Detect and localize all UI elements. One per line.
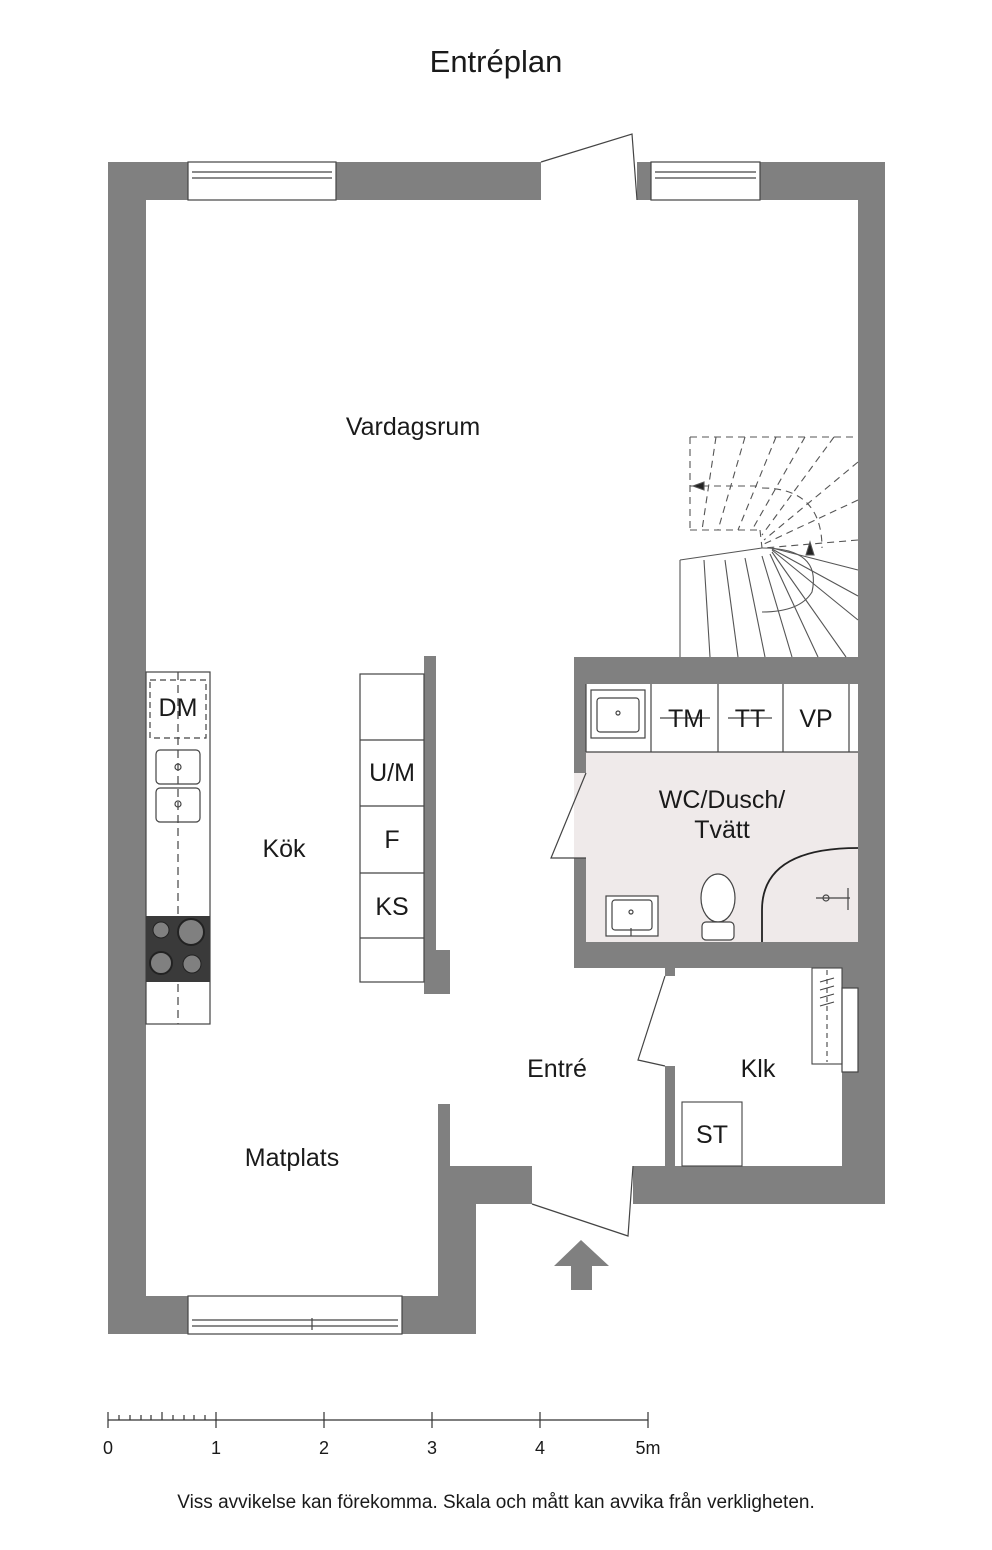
scale-label-0: 0: [103, 1438, 113, 1458]
wall-kitchen-partition-end: [424, 950, 450, 994]
wall-wc-top: [574, 657, 885, 684]
wc-fixtures: [585, 684, 859, 942]
label-fridge-freezer: U/M: [369, 759, 415, 787]
label-freezer: F: [384, 826, 399, 854]
dishwasher-outline: [149, 679, 207, 739]
wall-left: [108, 162, 146, 1334]
wall-top-mid: [336, 162, 541, 200]
wall-wc-left-b: [574, 858, 586, 968]
doors: [531, 133, 666, 1237]
stair-arrow-up-icon: [805, 540, 815, 556]
wall-klk-left-a: [665, 968, 675, 976]
sink-top: [590, 689, 646, 739]
door-top: [540, 133, 638, 201]
scale-label-5: 5m: [635, 1438, 660, 1458]
hob: [146, 916, 210, 982]
room-wc-line2: Tvätt: [694, 816, 750, 844]
wall-klk-left-b: [665, 1066, 675, 1166]
closet-fixtures: [681, 967, 843, 1167]
label-dishwasher: DM: [159, 694, 198, 722]
door-wc: [550, 772, 587, 859]
sink-basin-2: [155, 787, 201, 823]
scale-label-4: 4: [535, 1438, 545, 1458]
tall-units: [359, 673, 425, 983]
scale-label-1: 1: [211, 1438, 221, 1458]
wall-top-right-a: [637, 162, 651, 200]
window-top-left: [187, 161, 337, 201]
scale-label-3: 3: [427, 1438, 437, 1458]
label-water-heater-wc: VP: [799, 705, 832, 733]
window-klk: [841, 987, 859, 1073]
walls: [108, 162, 885, 1334]
window-top-right: [650, 161, 761, 201]
room-klk: Klk: [741, 1055, 776, 1083]
shower-screen: [761, 847, 859, 942]
room-matplats: Matplats: [245, 1144, 339, 1172]
sink-bottom: [605, 895, 659, 937]
wall-stub: [438, 1104, 450, 1204]
scale-bar: [107, 1412, 649, 1428]
wall-bottom-left-a: [108, 1296, 188, 1334]
room-entre: Entré: [527, 1055, 587, 1083]
wall-wc-bottom: [574, 942, 885, 968]
label-cupboard: KS: [375, 893, 408, 921]
label-storage: ST: [696, 1121, 728, 1149]
door-klk: [637, 975, 666, 1067]
entrance-arrow-icon: [554, 1240, 609, 1290]
wall-kitchen-partition: [424, 656, 436, 994]
water-heater: [681, 1101, 743, 1167]
toilet-bowl: [700, 873, 736, 923]
label-washing-machine: TM: [668, 705, 704, 733]
stair-arrow-left-icon: [691, 481, 705, 491]
windows: [187, 161, 859, 1335]
room-kok: Kök: [262, 835, 306, 863]
door-entrance: [531, 1165, 634, 1237]
label-dryer: TT: [735, 705, 766, 733]
room-vardagsrum: Vardagsrum: [346, 413, 480, 441]
scale-label-2: 2: [319, 1438, 329, 1458]
wall-bottom-jog-top: [438, 1166, 532, 1204]
disclaimer: Viss avvikelse kan förekomma. Skala och …: [177, 1492, 815, 1513]
sink-basin-1: [155, 749, 201, 785]
plan-title: Entréplan: [429, 44, 563, 79]
staircase: [679, 436, 859, 658]
room-wc-line1: WC/Dusch/: [659, 786, 785, 814]
window-bottom: [187, 1295, 403, 1335]
wall-wc-left-a: [574, 657, 586, 773]
